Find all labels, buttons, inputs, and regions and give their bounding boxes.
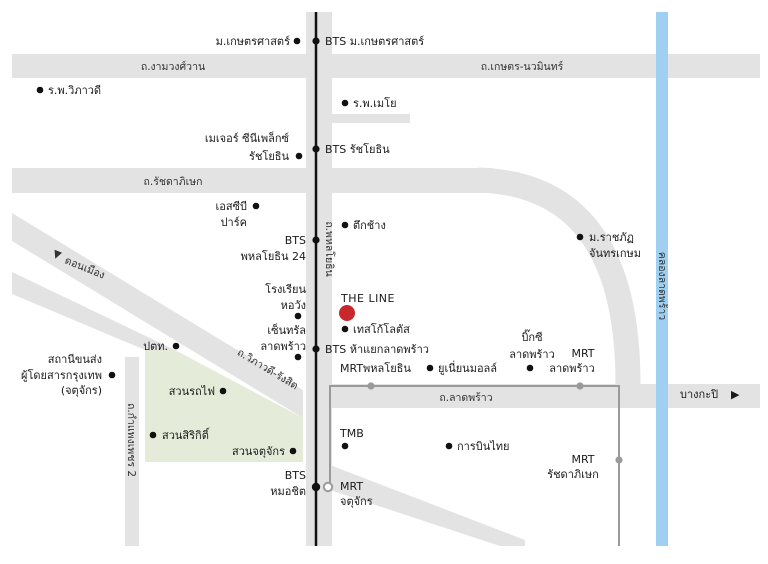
road-label-ratchadaphisek: ถ.รัชดาภิเษก bbox=[144, 176, 203, 188]
horwang-school-dot bbox=[294, 312, 302, 320]
label-major-cineplex-line2: รัชโยธิน bbox=[249, 149, 289, 163]
ptt-dot bbox=[172, 342, 180, 350]
sirikit-park-dot bbox=[149, 431, 157, 439]
label-bts-ratchayothin: BTS รัชโยธิน bbox=[325, 142, 390, 156]
label-ptt: ปตท. bbox=[143, 340, 168, 353]
tesco-lotus-dot bbox=[341, 325, 349, 333]
label-bts-ha-yaek: BTS ห้าแยกลาดพร้าว bbox=[325, 343, 429, 356]
mrt-phahonyothin-marker bbox=[367, 382, 375, 390]
road-label-kamphaeng-phet-2: ถ.กำแพงเพชร 2 bbox=[125, 403, 137, 477]
label-horwang-school-line1: โรงเรียน bbox=[265, 282, 306, 296]
bts-ha-yaek-marker bbox=[312, 345, 320, 353]
label-mrt-lat-phrao-line2: ลาดพร้าว bbox=[549, 362, 595, 375]
label-tmb: TMB bbox=[339, 427, 364, 440]
road-label-lat-phrao: ถ.ลาดพร้าว bbox=[439, 392, 492, 404]
label-chandrakasem-line1: ม.ราชภัฏ bbox=[589, 231, 634, 244]
label-mrt-chatuchak-line2: จตุจักร bbox=[340, 495, 373, 508]
road-ngam-wong-wan bbox=[12, 54, 760, 78]
canal-lat-phrao bbox=[656, 12, 668, 546]
label-tesco-lotus: เทสโก้โลตัส bbox=[353, 322, 410, 336]
mayo-hospital-dot bbox=[341, 99, 349, 107]
road-soi-mayo bbox=[320, 114, 410, 123]
chatuchak-park-area bbox=[145, 350, 303, 462]
road-ratchadaphisek-curve bbox=[477, 167, 641, 385]
station-markers bbox=[311, 37, 623, 493]
direction-label-bang-kapi: บางกะปิ bbox=[680, 388, 718, 401]
kasetsart-univ-dot bbox=[293, 37, 301, 45]
bts-phahonyothin-24-marker bbox=[312, 236, 320, 244]
the-line-location-marker bbox=[339, 305, 355, 321]
road-phahonyothin bbox=[306, 12, 332, 546]
major-cineplex-dot bbox=[295, 152, 303, 160]
label-sirikit-park: สวนสิริกิติ์ bbox=[162, 427, 210, 442]
road-vibhavadi-rangsit bbox=[12, 213, 303, 418]
road-don-mueang bbox=[12, 272, 175, 350]
chandrakasem-dot bbox=[576, 233, 584, 241]
label-central-line2: ลาดพร้าว bbox=[260, 340, 306, 353]
direction-arrow-bang-kapi: ▶ bbox=[731, 388, 740, 401]
canal-label-lat-phrao: คลองลาดพร้าว bbox=[656, 252, 668, 320]
label-bts-phahonyothin-24-line2: พหลโยธิน 24 bbox=[241, 249, 306, 263]
union-mall-dot bbox=[426, 364, 434, 372]
label-big-c-line1: บิ๊กซี bbox=[521, 329, 543, 344]
label-mrt-lat-phrao-line1: MRT bbox=[571, 347, 594, 360]
road-lat-phrao bbox=[332, 384, 760, 408]
label-mrt-ratchadaphisek-line1: MRT bbox=[571, 453, 594, 466]
label-bus-terminal-line2: ผู้โดยสารกรุงเทพ bbox=[21, 368, 102, 382]
label-bts-mo-chit-line1: BTS bbox=[285, 469, 306, 482]
place-dots bbox=[36, 37, 584, 455]
label-mrt-ratchadaphisek-line2: รัชดาภิเษก bbox=[547, 468, 599, 481]
big-c-dot bbox=[526, 364, 534, 372]
tuek-chang-dot bbox=[341, 221, 349, 229]
tmb-dot bbox=[341, 442, 349, 450]
road-label-phahonyothin: ถ.พหลโยธิน bbox=[323, 221, 336, 276]
mrt-chatuchak-marker bbox=[322, 481, 334, 493]
chatuchak-park-dot bbox=[289, 447, 297, 455]
scb-park-dot bbox=[252, 202, 260, 210]
mrt-lat-phrao-marker bbox=[576, 382, 584, 390]
label-bus-terminal-line1: สถานีขนส่ง bbox=[48, 353, 102, 366]
label-chandrakasem-line2: จันทรเกษม bbox=[589, 247, 641, 260]
label-chatuchak-park: สวนจตุจักร bbox=[232, 445, 285, 458]
label-mayo-hospital: ร.พ.เมโย bbox=[353, 96, 397, 110]
bus-terminal-dot bbox=[108, 371, 116, 379]
road-label-kaset-nawamin: ถ.เกษตร-นวมินทร์ bbox=[481, 60, 564, 73]
label-vibhavadi-hospital: ร.พ.วิภาวดี bbox=[48, 84, 101, 97]
label-scb-park-line2: ปาร์ค bbox=[221, 216, 247, 229]
rot-fai-park-dot bbox=[219, 387, 227, 395]
mrt-line bbox=[329, 385, 620, 546]
label-rot-fai-park: สวนรถไฟ bbox=[169, 385, 215, 398]
label-mrt-phahonyothin: MRTพหลโยธิน bbox=[340, 361, 411, 375]
label-thai-airways: การบินไทย bbox=[457, 440, 509, 453]
label-bus-terminal-line3: (จตุจักร) bbox=[61, 384, 102, 397]
road-kamphaeng-phet-2 bbox=[125, 357, 139, 546]
label-bts-phahonyothin-24-line1: BTS bbox=[285, 234, 306, 247]
label-union-mall: ยูเนี่ยนมอลล์ bbox=[438, 360, 497, 375]
label-horwang-school-line2: หอวัง bbox=[281, 299, 306, 312]
mrt-ratchadaphisek-marker bbox=[615, 456, 623, 464]
label-big-c-line2: ลาดพร้าว bbox=[509, 348, 555, 361]
label-major-cineplex-line1: เมเจอร์ ซีนีเพล็กซ์ bbox=[205, 131, 290, 145]
road-ratchadaphisek-upper bbox=[12, 168, 492, 193]
label-scb-park-line1: เอสซีบี bbox=[215, 200, 247, 213]
road-diagonal-southeast bbox=[330, 465, 525, 546]
thai-airways-dot bbox=[445, 442, 453, 450]
label-mrt-chatuchak-line1: MRT bbox=[340, 480, 363, 493]
label-central-line1: เซ็นทรัล bbox=[267, 323, 306, 337]
vibhavadi-hospital-dot bbox=[36, 86, 44, 94]
label-kasetsart-univ: ม.เกษตรศาสตร์ bbox=[216, 35, 290, 48]
label-bts-kasetsart: BTS ม.เกษตรศาสตร์ bbox=[325, 35, 424, 48]
bts-mo-chit-marker bbox=[311, 482, 321, 492]
mrt-track bbox=[329, 385, 620, 546]
road-network bbox=[12, 12, 760, 546]
bts-kasetsart-marker bbox=[312, 37, 320, 45]
label-the-line: THE LINE bbox=[340, 292, 395, 305]
central-lat-phrao-dot bbox=[294, 353, 302, 361]
label-tuek-chang: ตึกช้าง bbox=[353, 219, 386, 232]
label-bts-mo-chit-line2: หมอชิต bbox=[270, 485, 306, 498]
road-label-ngam-wong-wan: ถ.งามวงศ์วาน bbox=[141, 60, 205, 73]
bts-ratchayothin-marker bbox=[312, 145, 320, 153]
